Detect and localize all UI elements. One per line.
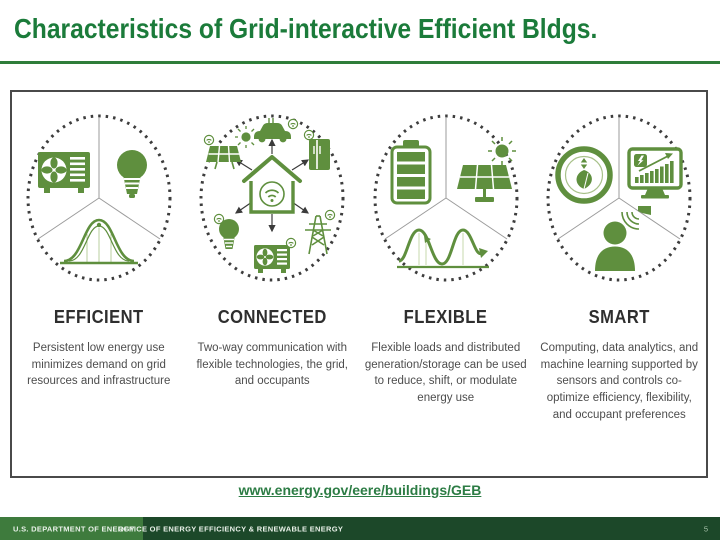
wifi-badge-icon [214, 213, 225, 225]
efficient-circle-diagram [26, 114, 172, 282]
wifi-badge-icon [325, 209, 336, 221]
hvac-unit-icon [37, 152, 90, 193]
segment-divider-lines [557, 117, 681, 240]
solar-panel-sun-icon [456, 137, 516, 202]
footer-bar: U.S. DEPARTMENT OF ENERGY OFFICE OF ENER… [0, 517, 720, 540]
feature-label-flexible: FLEXIBLE [403, 307, 488, 327]
feature-column-smart: SMART Computing, data analytics, and mac… [533, 92, 707, 476]
feature-column-flexible: FLEXIBLE Flexible loads and distributed … [359, 92, 533, 476]
dashed-circle [546, 114, 692, 282]
thermostat-leaf-icon [555, 146, 613, 204]
feature-label-efficient: EFFICIENT [53, 307, 144, 327]
wifi-badge-icon [204, 134, 215, 146]
feature-column-connected: CONNECTED Two-way communication with fle… [186, 92, 360, 476]
page-number: 5 [703, 524, 708, 533]
occupant-sensor-icon [595, 206, 652, 271]
flexible-circle-diagram [373, 114, 519, 282]
dashed-circle [373, 114, 519, 282]
load-curve-icon [59, 218, 138, 265]
wifi-badge-icon [304, 129, 315, 141]
feature-description-efficient: Persistent low energy use minimizes dema… [27, 342, 171, 388]
feature-description-smart: Computing, data analytics, and machine l… [540, 342, 699, 421]
solar-panel-sun-icon [206, 126, 258, 170]
doe-agency-label: U.S. DEPARTMENT OF ENERGY [13, 524, 135, 533]
feature-description-connected: Two-way communication with flexible tech… [196, 342, 348, 388]
refrigerator-icon [309, 139, 331, 170]
link-row: www.energy.gov/eere/buildings/GEB [0, 482, 720, 500]
dashed-circle [199, 114, 345, 282]
feature-label-smart: SMART [588, 307, 650, 327]
feature-label-connected: CONNECTED [217, 307, 327, 327]
light-bulb-icon [219, 219, 240, 249]
led-bulb-icon [116, 150, 147, 198]
analytics-monitor-icon [627, 147, 683, 199]
connected-circle-diagram [199, 114, 345, 282]
wifi-badge-icon [288, 118, 299, 130]
feature-column-efficient: EFFICIENT Persistent low energy use mini… [12, 92, 186, 476]
footer-left-block [0, 517, 143, 540]
page-title: Characteristics of Grid-interactive Effi… [14, 13, 598, 44]
smart-circle-diagram [546, 114, 692, 282]
smart-home-wifi-icon [242, 155, 303, 214]
wifi-badge-icon [286, 237, 297, 249]
segment-divider-lines [384, 117, 508, 240]
geb-url-link[interactable]: www.energy.gov/eere/buildings/GEB [238, 482, 482, 498]
duck-curve-icon [396, 228, 489, 269]
feature-description-flexible: Flexible loads and distributed generatio… [364, 342, 527, 405]
battery-icon [390, 140, 432, 205]
transmission-tower-icon [305, 215, 332, 255]
content-panel: EFFICIENT Persistent low energy use mini… [10, 90, 708, 478]
hvac-unit-icon [254, 245, 291, 273]
eere-office-label: OFFICE OF ENERGY EFFICIENCY & RENEWABLE … [118, 524, 344, 533]
title-underline-rule [0, 61, 720, 64]
segment-divider-lines [37, 117, 161, 240]
dashed-circle [26, 114, 172, 282]
ev-car-icon [254, 118, 292, 143]
